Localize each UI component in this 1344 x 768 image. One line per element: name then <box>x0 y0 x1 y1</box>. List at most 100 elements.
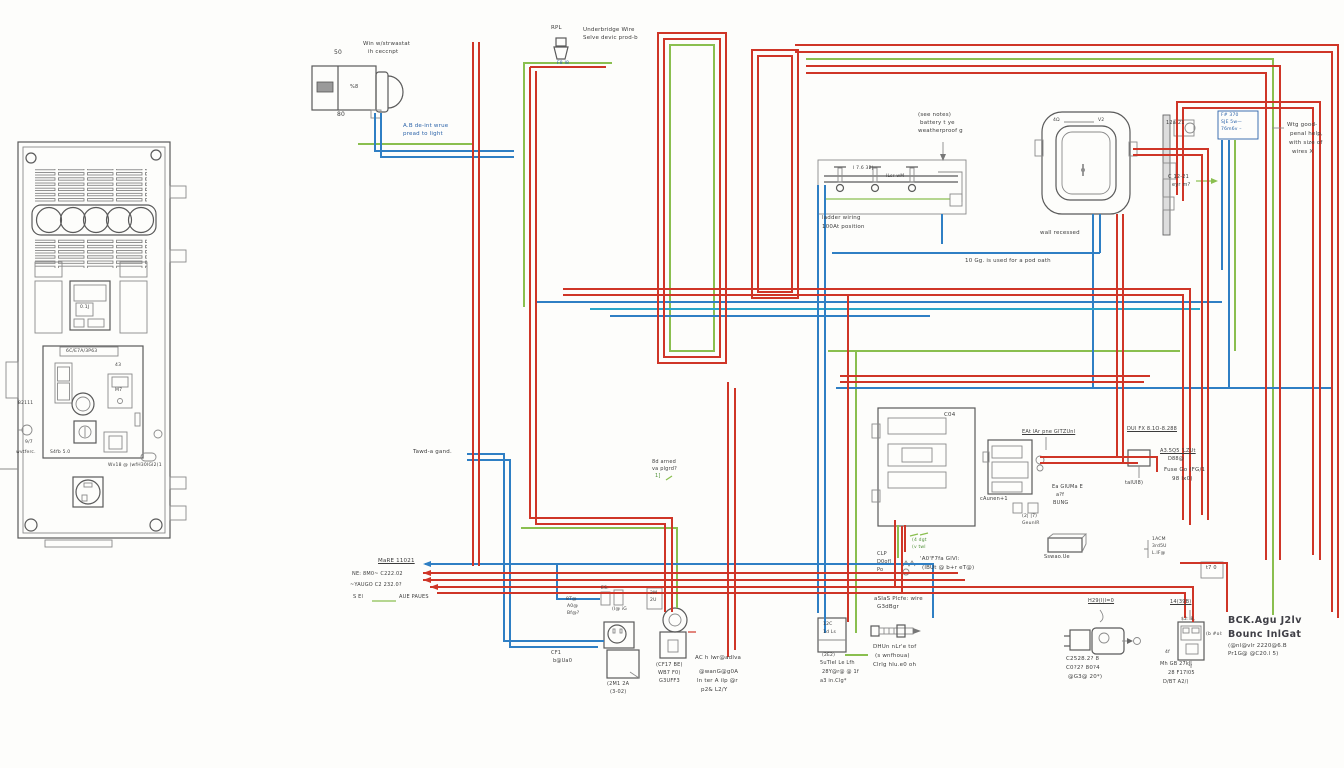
label-terminal-row: I 7.6 32| <box>853 166 874 171</box>
label-underbridge-2: Selve devic prod-b <box>583 35 638 41</box>
red-wires <box>423 32 1339 657</box>
label-rpl: RPL <box>551 25 562 31</box>
label-panel-m7: M7 <box>115 388 123 393</box>
label-bus-l3: S El <box>353 594 364 600</box>
arrow-right-icon <box>1127 638 1133 644</box>
label-sutel-2: 28Y@r@ @ 1f <box>822 669 859 675</box>
keypad[interactable] <box>119 280 148 334</box>
label-c2528-1: C2528.2? 8 <box>1066 656 1100 662</box>
label-panel-breaker: 0.1J <box>80 305 90 310</box>
label-cf1-2: b@Ua0 <box>553 658 573 664</box>
label-taiui: taIUI8) <box>1125 480 1144 486</box>
label-sutel-3: a3 in.Clg* <box>820 678 847 684</box>
knob[interactable] <box>59 206 87 234</box>
vent-grille <box>35 169 147 203</box>
label-mh-3: D/BT A2/) <box>1163 679 1189 685</box>
label-i2c-2: 1d Ls <box>823 630 837 635</box>
terminal-strip <box>817 159 967 215</box>
label-geunir: GeunlR <box>1022 521 1040 526</box>
label-arned-1: 8d arned <box>652 459 676 465</box>
receptacle-a <box>603 621 640 679</box>
label-iacm-1: 1ACM <box>1152 537 1166 542</box>
battery-box <box>1047 533 1088 553</box>
label-arned-3: 1] <box>655 473 661 479</box>
label-panel-82111: 82111 <box>18 401 34 406</box>
label-panel-bottom-note: Wv18 @ )wfH30IGI2(1 <box>108 463 162 468</box>
label-mh-2: 28 F17l05 <box>1168 670 1195 676</box>
secondary-connector <box>982 439 1039 514</box>
label-t70: t7 0 <box>1206 565 1217 571</box>
label-dhun-3: Clrlg hlu.e0 oh <box>873 662 917 668</box>
label-ac-3: ln ter A ilp @r <box>697 678 738 684</box>
label-asias-1: aSIaS Plcfe: wire <box>874 596 923 602</box>
label-tawda: Tawd-a gand. <box>413 449 452 455</box>
label-ac-1: AC h lwr@adlva <box>695 655 742 661</box>
label-bus-l1: NE: 8M0~ C222.02 <box>352 571 403 577</box>
label-c1221-2: eyr m? <box>1172 182 1191 188</box>
label-terminal-tag: lLsr wM <box>886 174 905 179</box>
label-more: MaRE 11021 <box>378 558 415 564</box>
label-bck-1: BCK.Agu J2lv <box>1228 615 1302 626</box>
label-b1439: 14(39B) <box>1170 599 1192 605</box>
label-c04-wire-1: (4 dgt <box>912 538 927 543</box>
label-inlet-left: 4Ω <box>1053 118 1060 123</box>
label-cm12a-2: (3-02) <box>610 689 627 695</box>
label-rpl-tag: F8 I8 <box>557 61 570 66</box>
label-c1221-1: C 12-21 <box>1168 174 1190 180</box>
label-asias-2: G3dBgr <box>877 604 899 610</box>
switch[interactable] <box>73 420 97 444</box>
motor-component <box>311 65 404 119</box>
label-motor-note-1: Win w/strwastat <box>363 41 411 47</box>
label-motor-top: 50 <box>334 49 343 56</box>
knob-bar <box>31 204 157 236</box>
label-f370-3: 76m6v – <box>1221 127 1242 132</box>
breaker-module[interactable] <box>69 280 111 331</box>
knob[interactable] <box>105 206 133 234</box>
label-m2u-2: 2U <box>650 598 657 603</box>
iacm-bracket <box>1144 540 1149 558</box>
panel-inner-section <box>42 345 163 462</box>
label-ladder-1: ladder wiring <box>822 215 861 221</box>
knob[interactable] <box>82 206 110 234</box>
label-bck-2: Bounc InlGat <box>1228 629 1302 640</box>
terminal-post <box>906 166 918 193</box>
vent-grille <box>35 238 147 268</box>
knob[interactable] <box>127 206 155 234</box>
label-m2u-1: 2M <box>650 591 658 596</box>
control-panel <box>0 141 187 548</box>
label-inlet-right: V2 <box>1098 118 1105 123</box>
label-panel-43: 43 <box>115 363 122 368</box>
label-underbridge-1: Underbridge Wire <box>583 27 635 33</box>
keypad[interactable] <box>34 261 63 278</box>
knob[interactable] <box>35 206 63 234</box>
receptacle-b <box>659 607 696 659</box>
hook-icon <box>1099 609 1104 623</box>
label-iacm-2: 3rd5U <box>1152 544 1167 549</box>
12c-box <box>817 617 847 653</box>
label-caunen: cAunen+1 <box>980 496 1008 502</box>
twist-lock-receptacle[interactable] <box>72 476 104 508</box>
c04-connector <box>871 407 976 527</box>
round-receptacle[interactable] <box>71 392 95 416</box>
f370-tag-box <box>1217 110 1259 140</box>
label-sutel-1: 5uTIeI Le Lfh <box>820 660 855 666</box>
label-panel-header: 6C/E7A/3P63 <box>66 349 98 354</box>
keypad[interactable] <box>119 261 148 278</box>
label-see-notes-1: (see notes) <box>918 112 952 118</box>
indicator <box>21 424 33 436</box>
label-v1221: 12a 21 <box>1166 120 1185 126</box>
label-i2c-1: 12C <box>823 622 833 627</box>
label-right-note-4: wires X <box>1292 149 1314 155</box>
label-bus-note: 10 Gg. is used for a pod oath <box>965 258 1051 264</box>
keypad[interactable] <box>34 280 63 334</box>
label-sswao: Sswao.Ue <box>1044 554 1070 560</box>
label-panel-lbl-2: (b #ol: <box>1206 632 1223 637</box>
label-dhun-1: DHUn nLr'e tof <box>873 644 917 650</box>
mini-panel <box>1177 621 1205 668</box>
label-motor-note-2: ih ceccnpt <box>368 49 399 55</box>
label-h29: H29(I)l=0 <box>1088 598 1115 604</box>
label-a35-2: D88@ <box>1168 456 1185 462</box>
terminal-post <box>869 166 881 193</box>
